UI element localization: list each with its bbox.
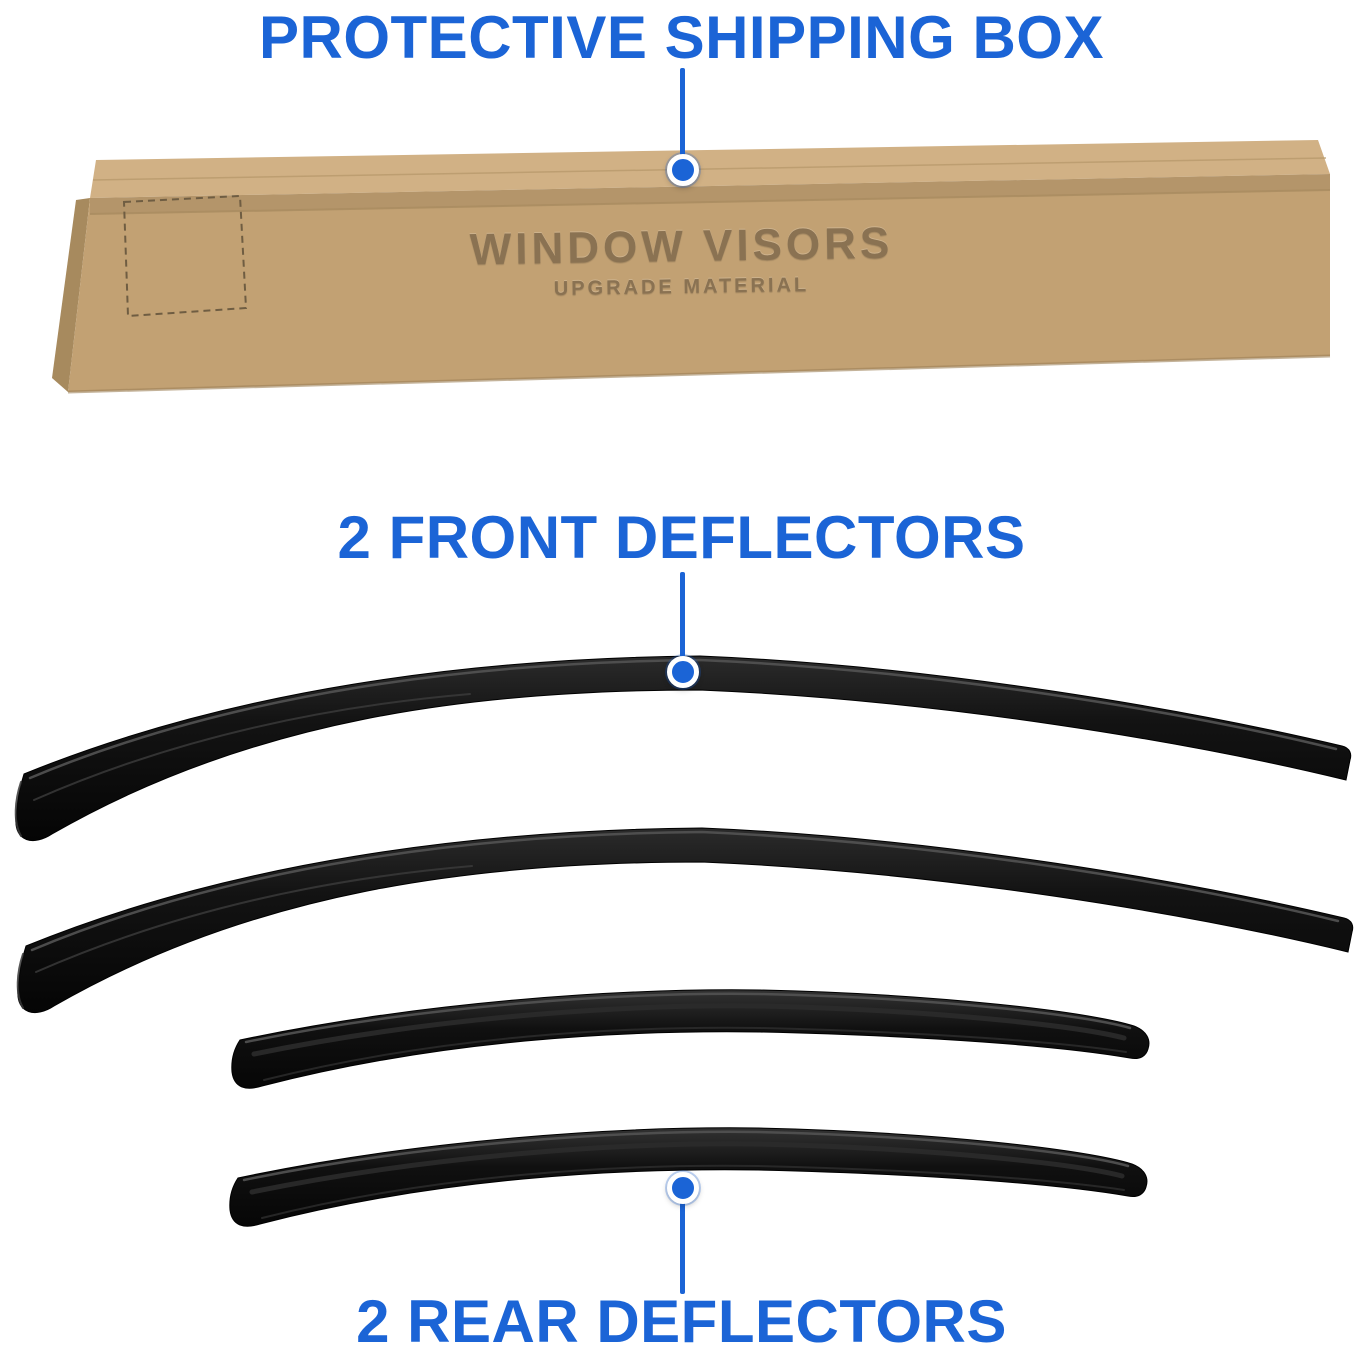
rear-deflector-top-highlight [244,992,1132,1044]
front-deflector-sheen [33,693,471,801]
box-lid-shadow [90,174,1330,214]
front-deflector-body [15,655,1352,842]
rear-deflector-bottom-edge [263,1026,1127,1081]
front-deflectors-label: 2 FRONT DEFLECTORS [337,504,1026,571]
rear-deflector-bevel [251,1003,1127,1057]
callout-dot-front-deflector [667,656,699,688]
shipping-box-label: PROTECTIVE SHIPPING BOX [259,4,1104,71]
box-lid-seam-front [89,189,1331,215]
connector-line-box [680,68,685,160]
front-deflector-2 [16,826,1354,1014]
connector-line-front [680,572,685,660]
connector-line-rear [680,1196,685,1294]
callout-dot-box [667,154,699,186]
callout-dot-rear-deflector [667,1172,699,1204]
box-bottom-edge [67,354,1331,394]
rear-deflectors-label: 2 REAR DEFLECTORS [356,1288,1007,1355]
box-left-end-face [52,198,90,392]
shipping-box-graphic [52,140,1331,394]
box-lid-seam-top [92,157,1327,181]
front-deflector-tip-highlight [14,781,22,837]
box-label-area-dashed [122,194,248,318]
front-deflector-1 [14,655,1352,842]
front-deflector-top-highlight [28,658,1338,780]
rear-deflector-1 [231,989,1150,1089]
box-front-face [68,174,1330,392]
